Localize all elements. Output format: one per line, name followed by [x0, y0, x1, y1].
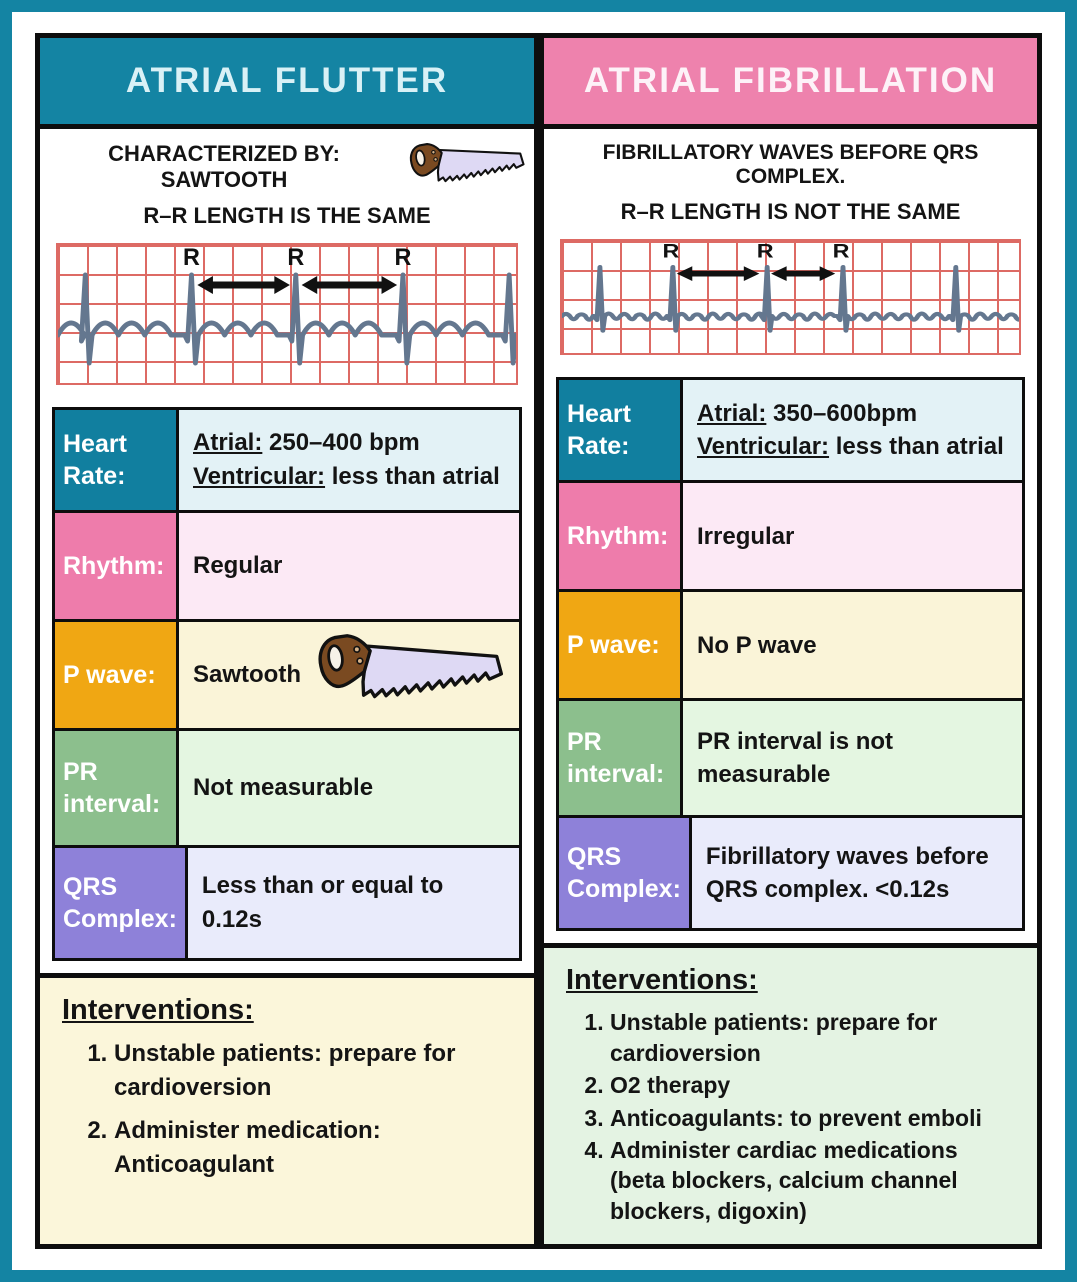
header-atrial-fibrillation: ATRIAL FIBRILLATION [544, 38, 1037, 129]
interventions-fibrillation: Interventions: Unstable patients: prepar… [544, 943, 1037, 1244]
interventions-title: Interventions: [62, 994, 254, 1026]
characteristics-table-fibrillation: Heart Rate: Atrial: 350–600bpm Ventricul… [556, 377, 1025, 932]
table-row-p-wave: P wave: No P wave [556, 589, 1025, 702]
row-value-rhythm: Irregular [683, 483, 1022, 590]
panel-title: ATRIAL FLUTTER [125, 61, 449, 100]
characteristics-table-flutter: Heart Rate: Atrial: 250–400 bpm Ventricu… [52, 407, 522, 961]
svg-text:R: R [833, 241, 850, 262]
description-atrial-fibrillation: FIBRILLATORY WAVES BEFORE QRS COMPLEX. R… [544, 129, 1037, 225]
interventions-flutter: Interventions: Unstable patients: prepar… [40, 973, 534, 1244]
row-value-pr-interval: Not measurable [179, 731, 519, 845]
table-row-rhythm: Rhythm: Irregular [556, 480, 1025, 593]
svg-text:R: R [183, 245, 200, 271]
row-label-pr-interval: PR interval: [559, 701, 683, 816]
table-row-heart-rate: Heart Rate: Atrial: 350–600bpm Ventricul… [556, 377, 1025, 484]
row-label-pr-interval: PR interval: [55, 731, 179, 845]
saw-icon [318, 634, 504, 699]
saw-icon [410, 143, 525, 183]
description-line1: CHARACTERIZED BY: SAWTOOTH [48, 141, 526, 193]
description-atrial-flutter: CHARACTERIZED BY: SAWTOOTH R–R LENGTH IS… [40, 129, 534, 229]
row-label-p-wave: P wave: [559, 592, 683, 699]
table-row-pr-interval: PR interval: Not measurable [52, 728, 522, 848]
table-row-p-wave: P wave: Sawtooth [52, 619, 522, 731]
table-row-heart-rate: Heart Rate: Atrial: 250–400 bpm Ventricu… [52, 407, 522, 513]
panel-atrial-fibrillation: ATRIAL FIBRILLATION FIBRILLATORY WAVES B… [539, 33, 1042, 1249]
panel-title: ATRIAL FIBRILLATION [583, 61, 998, 100]
row-value-pr-interval: PR interval is not measurable [683, 701, 1022, 816]
table-row-qrs-complex: QRS Complex: Less than or equal to 0.12s [52, 845, 522, 961]
intervention-item: Unstable patients: prepare for cardiover… [114, 1037, 512, 1104]
description-line2: R–R LENGTH IS NOT THE SAME [620, 199, 961, 224]
description-line1: FIBRILLATORY WAVES BEFORE QRS COMPLEX. [602, 141, 979, 188]
interventions-list: Unstable patients: prepare for cardiover… [62, 1037, 512, 1181]
intervention-item: O2 therapy [610, 1070, 1015, 1100]
comparison-columns: ATRIAL FLUTTER CHARACTERIZED BY: SAWTOOT… [35, 33, 1042, 1249]
intervention-item: Administer cardiac medications (beta blo… [610, 1135, 1015, 1226]
description-line2: R–R LENGTH IS THE SAME [143, 203, 431, 228]
svg-text:R: R [287, 245, 304, 271]
interventions-list: Unstable patients: prepare for cardiover… [566, 1007, 1015, 1226]
panel-atrial-flutter: ATRIAL FLUTTER CHARACTERIZED BY: SAWTOOT… [35, 33, 539, 1249]
table-row-qrs-complex: QRS Complex: Fibrillatory waves before Q… [556, 815, 1025, 932]
intervention-item: Anticoagulants: to prevent emboli [610, 1103, 1015, 1133]
svg-text:R: R [662, 241, 679, 262]
row-value-p-wave: Sawtooth [179, 622, 519, 728]
intervention-item: Administer medication: Anticoagulant [114, 1114, 512, 1181]
row-label-p-wave: P wave: [55, 622, 179, 728]
interventions-title: Interventions: [566, 964, 758, 997]
row-value-heart-rate: Atrial: 350–600bpm Ventricular: less tha… [683, 380, 1022, 481]
table-row-pr-interval: PR interval: PR interval is not measurab… [556, 698, 1025, 819]
row-label-heart-rate: Heart Rate: [559, 380, 683, 481]
svg-text:R: R [395, 245, 412, 271]
row-label-rhythm: Rhythm: [55, 513, 179, 619]
row-label-rhythm: Rhythm: [559, 483, 683, 590]
row-label-heart-rate: Heart Rate: [55, 410, 179, 510]
svg-text:R: R [757, 241, 774, 262]
header-atrial-flutter: ATRIAL FLUTTER [40, 38, 534, 129]
row-value-p-wave: No P wave [683, 592, 1022, 699]
row-value-qrs-complex: Fibrillatory waves before QRS complex. <… [691, 818, 1022, 929]
intervention-item: Unstable patients: prepare for cardiover… [610, 1007, 1015, 1068]
row-value-heart-rate: Atrial: 250–400 bpm Ventricular: less th… [179, 410, 519, 510]
row-label-qrs-complex: QRS Complex: [55, 848, 188, 958]
row-label-qrs-complex: QRS Complex: [559, 818, 692, 929]
row-value-qrs-complex: Less than or equal to 0.12s [187, 848, 519, 958]
table-row-rhythm: Rhythm: Regular [52, 510, 522, 622]
row-value-rhythm: Regular [179, 513, 519, 619]
